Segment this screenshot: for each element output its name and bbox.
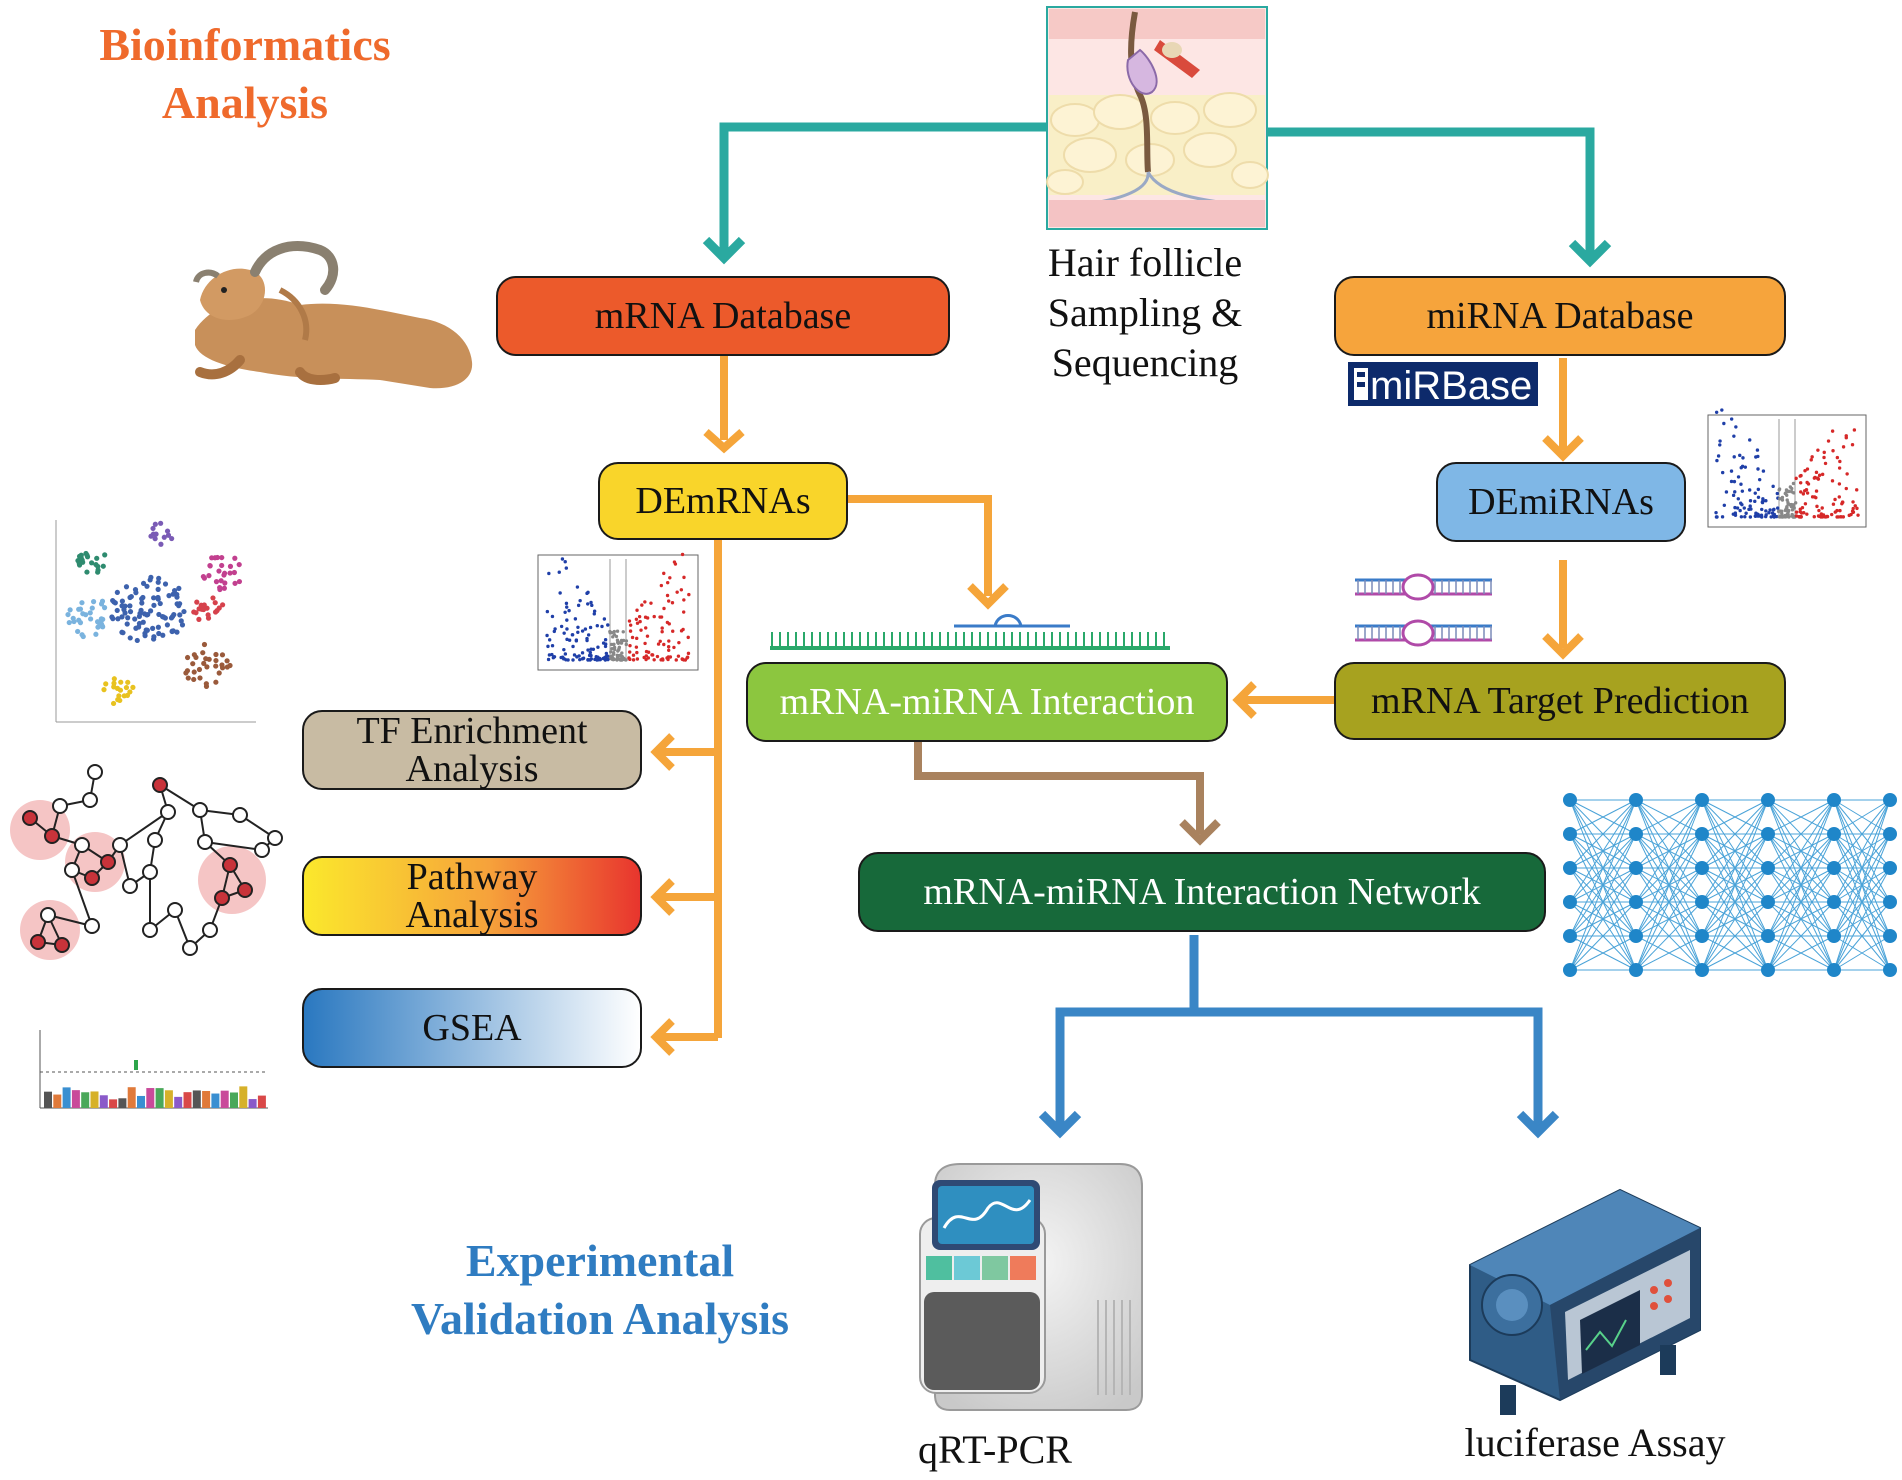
hair-follicle-illustration (1046, 6, 1269, 230)
qrt-pcr-label: qRT-PCR (918, 1427, 1072, 1472)
pathway-analysis-box: Pathway Analysis (302, 856, 642, 936)
pathway-analysis-line1: Pathway (406, 856, 538, 898)
volcano-plot-mirna (1707, 408, 1867, 528)
experimental-heading: Experimental Validation Analysis (380, 1232, 820, 1348)
network-graph-illustration (10, 764, 283, 960)
experimental-heading-line1: Experimental (465, 1235, 735, 1286)
mirbase-logo-text: miRBase (1370, 364, 1532, 408)
neural-network-illustration (1563, 793, 1897, 977)
orange-connectors (658, 355, 1567, 1041)
bioinformatics-heading: Bioinformatics Analysis (60, 16, 430, 132)
demirnas-box: DEmiRNAs (1436, 462, 1686, 542)
volcano-plot-mrna (537, 552, 699, 671)
interaction-network-box: mRNA-miRNA Interaction Network (858, 852, 1546, 932)
qrt-pcr-machine-icon (919, 1163, 1143, 1411)
brown-connector (914, 740, 1221, 846)
tf-enrichment-box: TF Enrichment Analysis (302, 710, 642, 790)
sampling-label-line2: Sampling & (1047, 290, 1243, 335)
sampling-label: Hair follicle Sampling & Sequencing (1010, 238, 1280, 388)
demrnas-box: DEmRNAs (598, 462, 848, 540)
manhattan-plot (28, 1025, 270, 1125)
teal-connectors (719, 122, 1595, 255)
goat-illustration (193, 241, 473, 389)
mrna-target-prediction-box: mRNA Target Prediction (1334, 662, 1786, 740)
teal-arrowheads (702, 236, 1612, 268)
luciferase-instrument-icon (1469, 1188, 1701, 1415)
mirna-database-box: miRNA Database (1334, 276, 1786, 356)
tsne-scatter-plot (36, 512, 258, 732)
mirbase-logo: miRBase (1348, 362, 1538, 408)
sampling-label-line1: Hair follicle (1047, 240, 1243, 285)
bioinformatics-heading-line1: Bioinformatics (99, 19, 391, 70)
bioinformatics-heading-line2: Analysis (161, 77, 329, 128)
gsea-box: GSEA (302, 988, 642, 1068)
tf-enrichment-line1: TF Enrichment (356, 710, 588, 752)
orange-arrowheads (650, 429, 1584, 1056)
mirna-hairpin-icons (1355, 573, 1492, 647)
pathway-analysis-line2: Analysis (405, 894, 539, 936)
tf-enrichment-line2: Analysis (405, 748, 539, 790)
mrna-mirna-duplex-icon (770, 614, 1170, 650)
mrna-mirna-interaction-box: mRNA-miRNA Interaction (746, 662, 1228, 742)
experimental-heading-line2: Validation Analysis (411, 1293, 789, 1344)
blue-connectors (1038, 935, 1560, 1139)
sampling-label-line3: Sequencing (1051, 340, 1239, 385)
mrna-database-box: mRNA Database (496, 276, 950, 356)
luciferase-assay-label: luciferase Assay (1464, 1420, 1726, 1465)
